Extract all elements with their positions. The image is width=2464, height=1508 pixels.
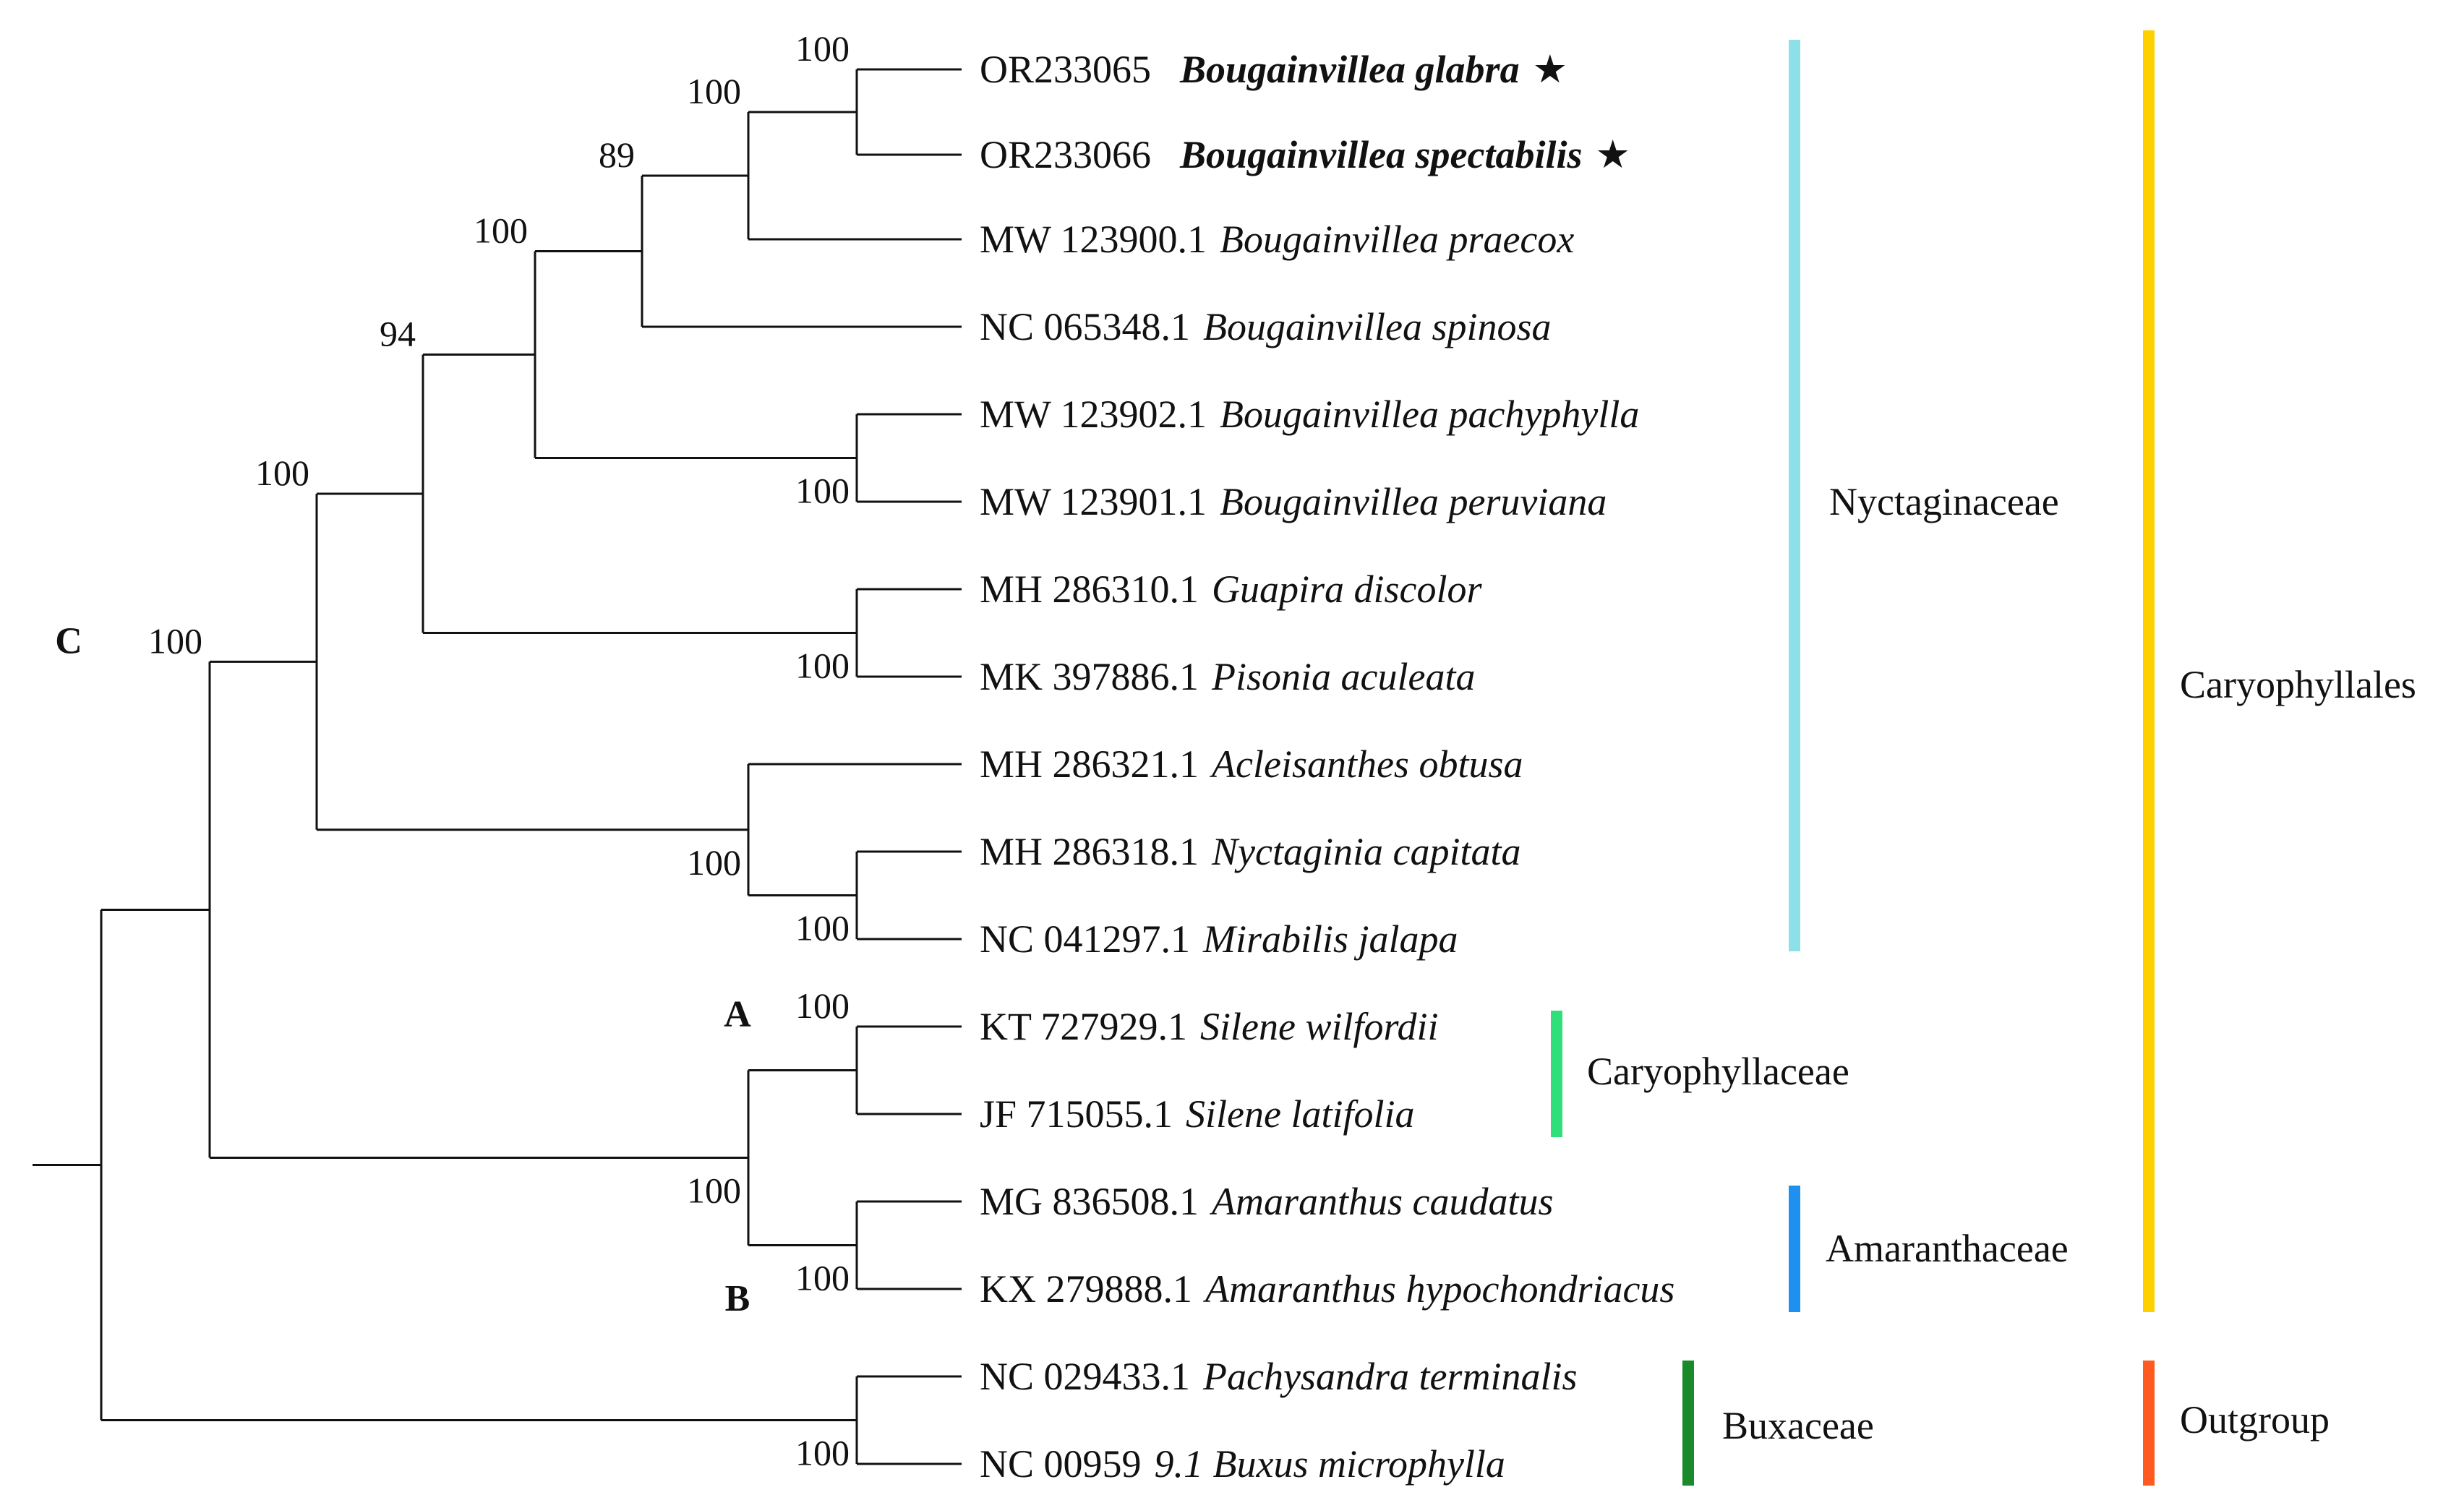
accession: OR233065 [980,48,1151,91]
species-name: Acleisanthes obtusa [1210,742,1523,786]
taxon-label: NC 00959 9.1 Buxus microphylla [980,1442,1505,1486]
species-name: Guapira discolor [1212,567,1483,611]
support-value: 100 [687,71,741,111]
support-value: 94 [380,314,416,354]
accession: NC 065348.1 [980,305,1190,348]
taxon-label: OR233066 Bougainvillea spectabilis ★ [980,133,1630,176]
species-name: Amaranthus hypochondriacus [1203,1267,1674,1311]
taxon-label: JF 715055.1 Silene latifolia [980,1092,1415,1136]
species-name: Amaranthus caudatus [1210,1180,1554,1223]
accession: KX 279888.1 [980,1267,1192,1311]
group-bars [1551,30,2155,1486]
species-name: Bougainvillea spinosa [1203,305,1551,348]
taxon-label: NC 065348.1 Bougainvillea spinosa [980,305,1551,348]
star-icon: ★ [1596,133,1630,176]
support-value: 100 [687,1170,741,1211]
species-name: 9.1 Buxus microphylla [1155,1442,1505,1486]
species-name: Silene wilfordii [1200,1005,1438,1048]
taxon-label: OR233065 Bougainvillea glabra ★ [980,48,1567,91]
species-name: Bougainvillea pachyphylla [1220,393,1639,436]
accession: NC 029433.1 [980,1355,1190,1398]
support-value: 100 [687,842,741,883]
support-value: 100 [474,210,528,251]
support-value: 100 [795,1258,850,1298]
group-label: Buxaceae [1722,1404,1874,1447]
support-value: 89 [599,134,635,175]
accession: MK 397886.1 [980,655,1199,698]
accession: MW 123901.1 [980,480,1207,523]
support-value: 100 [795,471,850,511]
node-letters: A B C [55,620,751,1319]
accession: JF 715055.1 [980,1092,1173,1136]
accession: MW 123902.1 [980,393,1207,436]
taxon-label: MW 123902.1 Bougainvillea pachyphylla [980,393,1639,436]
support-value: 100 [255,453,309,493]
species-name: Mirabilis jalapa [1202,917,1458,961]
group-labels: NyctaginaceaeCaryophyllaceaeAmaranthacea… [1587,480,2416,1447]
star-icon: ★ [1533,48,1567,91]
accession: MH 286321.1 [980,742,1199,786]
node-letter: A [724,994,751,1035]
tree-branches [33,68,962,1465]
taxon-label: MH 286310.1 Guapira discolor [980,567,1483,611]
group-label: Caryophyllaceae [1587,1050,1849,1093]
support-value: 100 [795,985,850,1026]
accession: NC 041297.1 [980,917,1190,961]
accession: MW 123900.1 [980,218,1207,261]
species-name: Bougainvillea peruviana [1220,480,1607,523]
group-label: Outgroup [2180,1398,2330,1441]
species-name: Bougainvillea glabra [1179,48,1520,91]
species-name: Bougainvillea spectabilis [1179,133,1583,176]
accession: MH 286310.1 [980,567,1199,611]
node-letter: C [55,620,82,661]
accession: OR233066 [980,133,1151,176]
taxon-label: NC 029433.1 Pachysandra terminalis [980,1355,1577,1398]
accession: NC 00959 [980,1442,1142,1486]
accession: MG 836508.1 [980,1180,1199,1223]
taxon-label: MW 123900.1 Bougainvillea praecox [980,218,1574,261]
support-value: 100 [795,1433,850,1473]
accession: MH 286318.1 [980,830,1199,873]
taxon-label: NC 041297.1 Mirabilis jalapa [980,917,1458,961]
species-name: Bougainvillea praecox [1220,218,1574,261]
taxon-label: KT 727929.1 Silene wilfordii [980,1005,1439,1048]
support-values: 100 100 89 100 100 100 94 100 100 100 100 100 100 100… [148,28,850,1473]
support-value: 100 [148,620,202,661]
species-name: Silene latifolia [1186,1092,1414,1136]
species-name: Pachysandra terminalis [1202,1355,1577,1398]
group-label: Amaranthaceae [1826,1227,2069,1270]
species-name: Pisonia aculeata [1211,655,1475,698]
species-name: Nyctaginia capitata [1211,830,1520,873]
support-value: 100 [795,908,850,948]
group-label: Nyctaginaceae [1829,480,2059,523]
group-label: Caryophyllales [2180,663,2416,706]
taxon-label: MH 286318.1 Nyctaginia capitata [980,830,1520,873]
accession: KT 727929.1 [980,1005,1187,1048]
taxon-label: MG 836508.1 Amaranthus caudatus [980,1180,1554,1223]
node-letter: B [725,1278,750,1319]
taxon-label: MK 397886.1 Pisonia aculeata [980,655,1475,698]
support-value: 100 [795,646,850,686]
support-value: 100 [795,28,850,69]
taxon-label: MW 123901.1 Bougainvillea peruviana [980,480,1607,523]
